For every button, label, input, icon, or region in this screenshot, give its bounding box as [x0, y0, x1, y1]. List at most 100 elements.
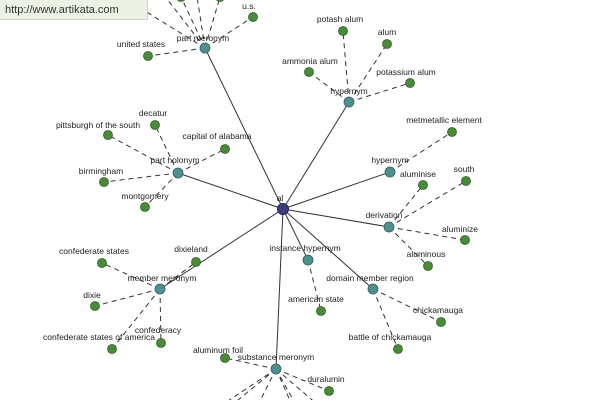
relation-label-instance-hypernym: instance hypernym [269, 243, 340, 253]
relation-node-part-holonym[interactable] [172, 167, 184, 179]
leaf-node-label: u.s. [242, 1, 256, 11]
leaf-node[interactable] [143, 51, 153, 61]
leaf-node[interactable] [220, 144, 230, 154]
leaf-node[interactable] [140, 202, 150, 212]
leaf-node[interactable] [382, 39, 392, 49]
leaf-node[interactable] [338, 26, 348, 36]
leaf-node-label: confederate states [59, 246, 129, 256]
edge-hypernym-1-leaf [348, 43, 388, 103]
edge-substance-meronym-leaf [228, 368, 277, 400]
edge-al-part-meronym [204, 47, 284, 210]
leaf-node[interactable] [316, 306, 326, 316]
leaf-node-label: aluminous [407, 249, 446, 259]
relation-label-substance-meronym: substance meronym [238, 352, 315, 362]
relation-node-substance-meronym[interactable] [270, 363, 282, 375]
edge-part-meronym-leaf [139, 7, 206, 49]
leaf-node[interactable] [461, 176, 471, 186]
relation-node-instance-hypernym[interactable] [302, 254, 314, 266]
edge-domain-member-region-leaf [372, 288, 442, 323]
center-node-label: al [277, 193, 284, 203]
relation-label-hypernym-2: hypernym [371, 155, 408, 165]
relation-label-part-holonym: part holonym [150, 155, 199, 165]
edge-al-domain-member-region [282, 208, 374, 290]
leaf-node[interactable] [248, 12, 258, 22]
edge-hypernym-1-leaf [348, 82, 411, 103]
edge-substance-meronym-leaf [275, 368, 291, 400]
relation-node-domain-member-region[interactable] [367, 283, 379, 295]
leaf-node-label: confederate states of america [43, 332, 155, 342]
leaf-node-label: united states [117, 39, 165, 49]
leaf-node-label: pittsburgh of the south [56, 120, 140, 130]
leaf-node[interactable] [393, 344, 403, 354]
relation-node-hypernym-1[interactable] [343, 96, 355, 108]
leaf-node[interactable] [418, 180, 428, 190]
edge-member-meronym-leaf [159, 261, 197, 290]
leaf-node-label: confederacy [135, 325, 182, 335]
relation-node-part-meronym[interactable] [199, 42, 211, 54]
leaf-node[interactable] [97, 258, 107, 268]
leaf-node-label: south [454, 164, 475, 174]
relation-label-derivation: derivation [366, 210, 403, 220]
edge-member-meronym-leaf [159, 288, 162, 344]
leaf-node[interactable] [324, 386, 334, 396]
leaf-node[interactable] [191, 257, 201, 267]
leaf-node-label: alum [378, 27, 396, 37]
leaf-node-label: chickamauga [413, 305, 463, 315]
source-url-badge[interactable]: http://www.artikata.com [0, 0, 148, 20]
leaf-node-label: dixie [83, 290, 101, 300]
leaf-node-label: decatur [139, 108, 168, 118]
leaf-node-label: aluminum foil [193, 345, 243, 355]
leaf-node-label: aluminise [400, 169, 436, 179]
relation-node-member-meronym[interactable] [154, 283, 166, 295]
leaf-node[interactable] [220, 353, 230, 363]
leaf-node-label: aluminize [442, 224, 478, 234]
leaf-node[interactable] [99, 177, 109, 187]
leaf-node[interactable] [216, 0, 225, 2]
edge-derivation-leaf [388, 180, 467, 228]
leaf-node-label: capital of alabama [183, 131, 252, 141]
edge-part-holonym-leaf [107, 134, 179, 174]
center-node[interactable] [277, 203, 289, 215]
leaf-node[interactable] [405, 78, 415, 88]
edge-part-meronym-offscreen [167, 0, 206, 49]
leaf-node[interactable] [107, 344, 117, 354]
leaf-node-label: battle of chickamauga [349, 332, 432, 342]
relation-node-hypernym-2[interactable] [384, 166, 396, 178]
edge-substance-meronym-offscreen [275, 368, 294, 400]
leaf-node[interactable] [177, 0, 186, 2]
relation-node-derivation[interactable] [383, 221, 395, 233]
leaf-node-label: duralumin [307, 374, 345, 384]
leaf-node[interactable] [447, 127, 457, 137]
leaf-node[interactable] [304, 67, 314, 77]
edge-part-holonym-leaf [144, 172, 179, 208]
leaf-node[interactable] [423, 261, 433, 271]
relation-label-part-meronym: part meronym [177, 33, 229, 43]
edge-part-meronym-leaf [181, 0, 206, 49]
leaf-node[interactable] [460, 235, 470, 245]
relation-label-domain-member-region: domain member region [326, 273, 414, 283]
leaf-node[interactable] [103, 130, 113, 140]
edge-substance-meronym-leaf [275, 368, 330, 392]
leaf-node-label: metmetallic element [406, 115, 482, 125]
relation-label-member-meronym: member meronym [128, 273, 197, 283]
edge-derivation-leaf [388, 184, 424, 228]
edge-part-meronym-leaf [147, 47, 206, 57]
edge-hypernym-1-leaf [342, 30, 350, 103]
relation-label-hypernym-1: hypernym [330, 86, 367, 96]
leaf-node-label: potassium alum [376, 67, 436, 77]
leaf-node[interactable] [436, 317, 446, 327]
leaf-node[interactable] [90, 301, 100, 311]
edge-part-meronym-offscreen [197, 0, 206, 49]
edge-substance-meronym-offscreen [275, 368, 313, 400]
edge-al-hypernym-1 [282, 101, 350, 210]
edge-substance-meronym-offscreen [259, 368, 277, 400]
leaf-node[interactable] [156, 338, 166, 348]
edge-hypernym-2-leaf [389, 131, 453, 173]
edge-part-holonym-leaf [154, 124, 179, 174]
edge-derivation-leaf [388, 226, 429, 267]
edge-al-member-meronym [159, 208, 284, 290]
edge-derivation-leaf [388, 226, 466, 241]
leaf-node[interactable] [150, 120, 160, 130]
